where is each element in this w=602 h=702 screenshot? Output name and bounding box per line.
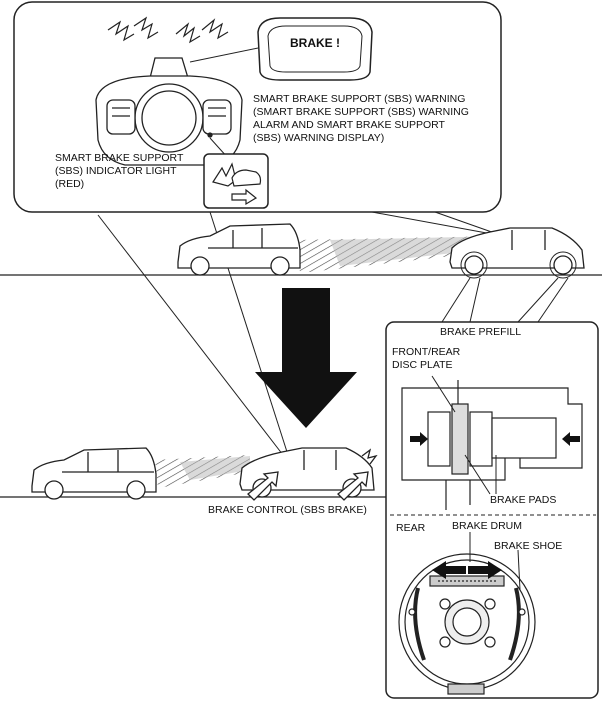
disc-caliper-drawing: [401, 380, 583, 510]
transition-arrow-icon: [255, 288, 357, 428]
warning-display-text: BRAKE !: [290, 36, 340, 50]
front-rear-disc-label: FRONT/REAR DISC PLATE: [392, 346, 461, 371]
brake-pads-leaders: [431, 375, 497, 495]
instrument-cluster-icon: [95, 57, 243, 166]
brake-pads-label: BRAKE PADS: [490, 494, 557, 506]
own-car-top: [449, 227, 585, 275]
piston-force-arrows-icon: [410, 432, 580, 446]
lead-car-top: [177, 223, 301, 276]
shoe-expand-arrows-icon: [432, 561, 502, 579]
indicator-light-label: SMART BRAKE SUPPORT (SBS) INDICATOR LIGH…: [55, 152, 184, 190]
drum-leaders: [469, 532, 521, 591]
rear-label: REAR: [396, 522, 426, 534]
sensing-beam-bottom: [155, 455, 250, 488]
braking-arrows-icon: [247, 448, 378, 501]
warning-label: SMART BRAKE SUPPORT (SBS) WARNING (SMART…: [253, 93, 469, 144]
brake-control-label: BRAKE CONTROL (SBS BRAKE): [208, 504, 367, 516]
warning-display: BRAKE !: [257, 17, 373, 81]
brake-drum-label: BRAKE DRUM: [452, 520, 523, 532]
wheel-leaders: [441, 251, 577, 323]
alarm-sound-icon: [107, 16, 229, 44]
lead-car-bottom: [31, 447, 157, 500]
brake-prefill-title: BRAKE PREFILL: [440, 326, 522, 338]
sbs-indicator-icon: [203, 153, 269, 209]
cluster-leader: [189, 47, 259, 63]
brake-shoe-label: BRAKE SHOE: [494, 540, 563, 552]
drum-brake-drawing: [398, 553, 536, 695]
